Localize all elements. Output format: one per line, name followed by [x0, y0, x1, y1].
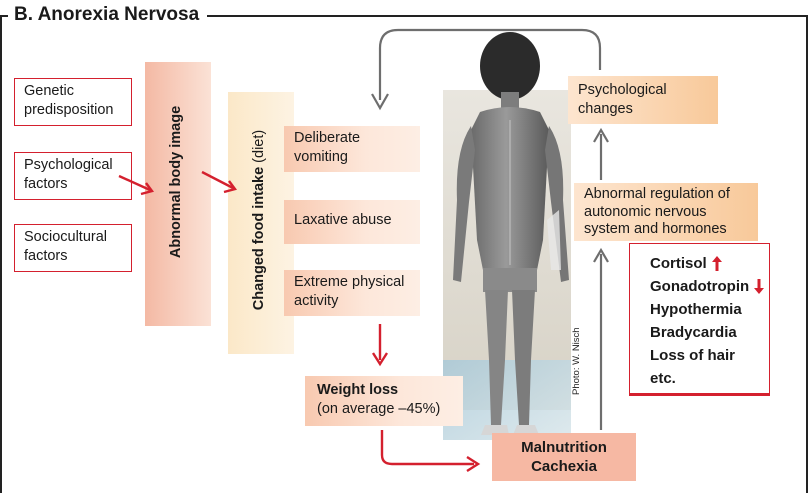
body-image-to-food-arrow — [202, 172, 233, 188]
causes-to-body-image-arrow — [119, 176, 150, 190]
weight-loss-to-malnutrition-arrow — [382, 430, 474, 464]
feedback-loop-arrow — [380, 30, 600, 100]
